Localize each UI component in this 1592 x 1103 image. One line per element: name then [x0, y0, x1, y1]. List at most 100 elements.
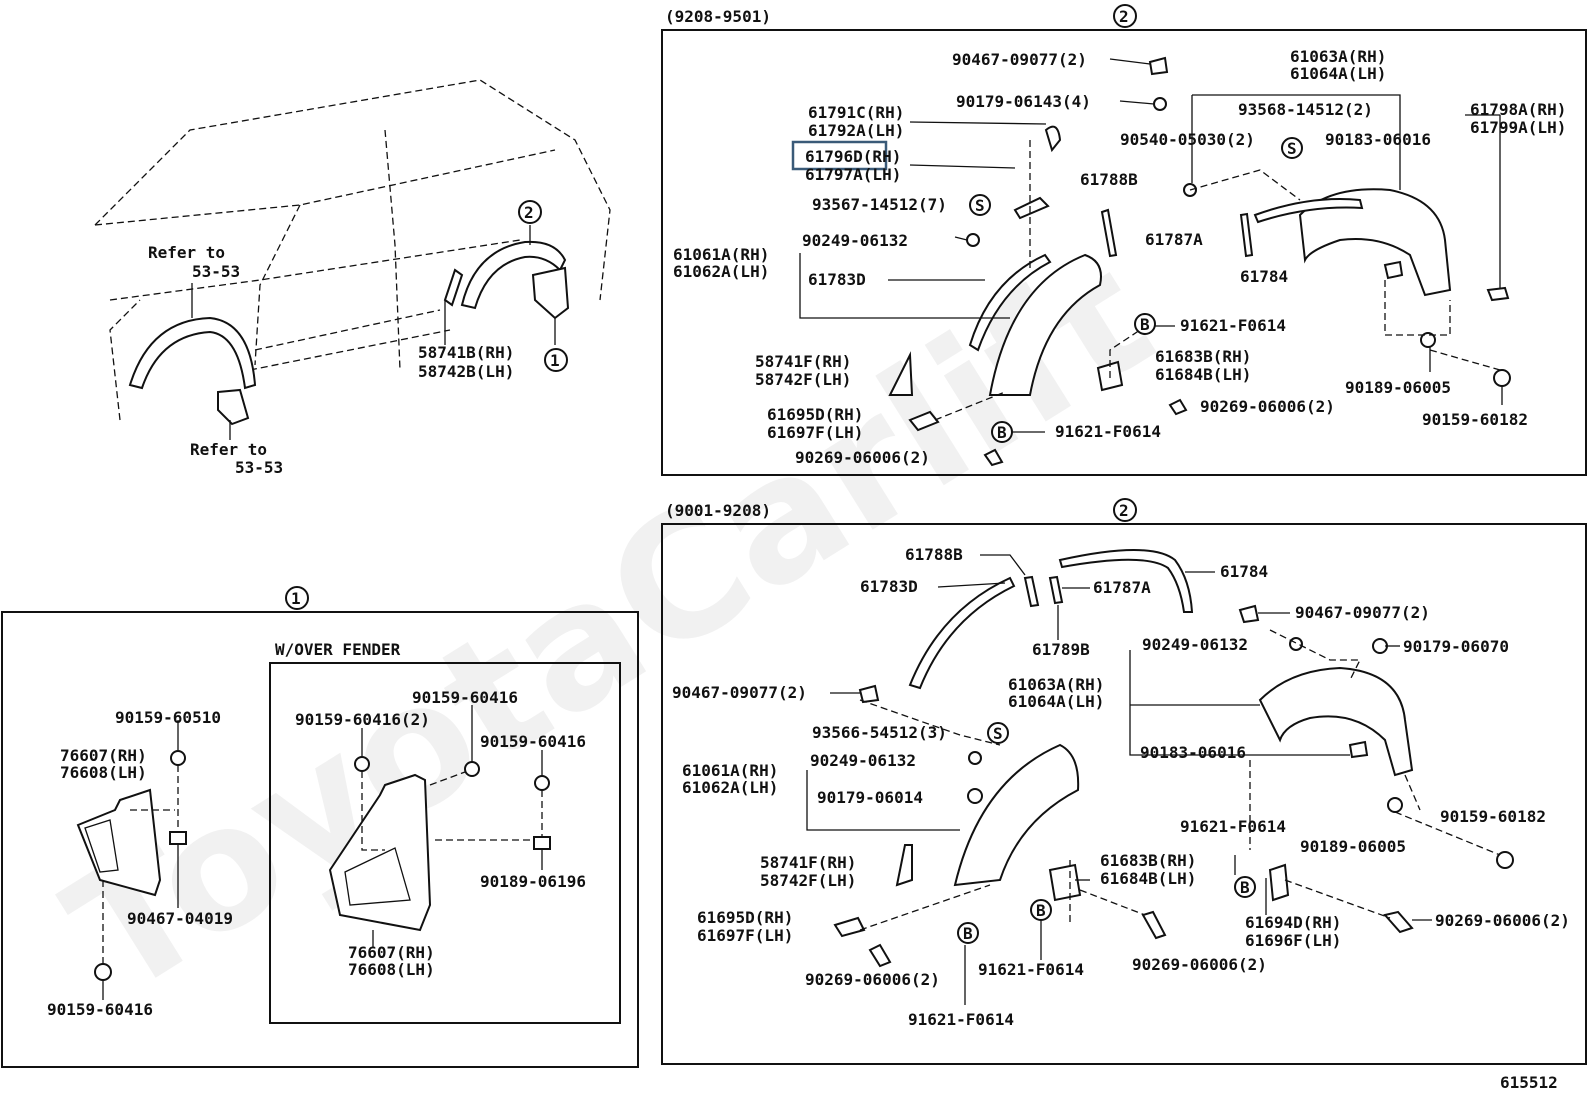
front-fender-flare	[128, 316, 257, 390]
label-61062A-9208: 61062A(LH)	[673, 262, 769, 281]
over-fender-frame	[269, 662, 621, 1024]
b-marker-9001b	[1030, 899, 1052, 921]
callout-2-circle	[518, 200, 542, 224]
dashed-path-90467-9001	[859, 699, 1001, 746]
bolt-90159-60416-a	[354, 756, 370, 772]
label-90189-06005-9001: 90189-06005	[1300, 837, 1406, 856]
clip-61798A	[1486, 286, 1510, 302]
label-90189-06005-9208: 90189-06005	[1345, 378, 1451, 397]
label-61696F: 61696F(LH)	[1245, 931, 1341, 950]
fender-flare-rear-9208	[1298, 188, 1452, 297]
screw-90269-9001a	[868, 943, 892, 968]
leader-61791C	[909, 121, 1047, 125]
label-61684B-9001: 61684B(LH)	[1100, 869, 1196, 888]
dashed-path-61695-9208	[934, 391, 1006, 421]
label-76608-right: 76608(LH)	[348, 960, 435, 979]
label-90540-05030: 90540-05030(2)	[1120, 130, 1255, 149]
panel-9208-callout-circle	[1113, 4, 1137, 28]
label-90183-06016-9001: 90183-06016	[1140, 743, 1246, 762]
bolt-90159-60416-c	[534, 775, 550, 791]
panel-9001-callout-number: 2	[1119, 501, 1129, 520]
label-61697F-9001: 61697F(LH)	[697, 926, 793, 945]
label-61697F-9208: 61697F(LH)	[767, 423, 863, 442]
label-58741F-9001: 58741F(RH)	[760, 853, 856, 872]
panel-1-frame	[1, 611, 639, 1068]
nut-90249-9001b	[968, 751, 982, 765]
label-93568-14512: 93568-14512(2)	[1238, 100, 1373, 119]
screw-90269-9208a	[1168, 398, 1188, 416]
panel-1-callout-number: 1	[291, 589, 301, 608]
refer-to-code-top: 53-53	[192, 262, 240, 281]
bracket-61694D	[1268, 863, 1290, 902]
b-marker-9001a	[1234, 876, 1256, 898]
label-61783D-9001: 61783D	[860, 577, 918, 596]
dashed-path-90269-9001b	[1079, 889, 1146, 916]
mud-guard-left-inner	[84, 819, 119, 873]
label-76607-right: 76607(RH)	[348, 943, 435, 962]
dashed-path-90269-9001c	[1284, 879, 1391, 919]
panel-9001-callout-circle	[1113, 498, 1137, 522]
nut-90183-9001	[1348, 740, 1369, 759]
panel-1-callout-circle	[285, 586, 309, 610]
nut-90179-06014	[967, 788, 983, 804]
label-90159-60416-left: 90159-60416	[47, 1000, 153, 1019]
label-61788B-9001: 61788B	[905, 545, 963, 564]
label-90269-06006-9208a: 90269-06006(2)	[1200, 397, 1335, 416]
label-76607-left: 76607(RH)	[60, 746, 147, 765]
label-90467-09077-9208: 90467-09077(2)	[952, 50, 1087, 69]
label-61064A-9208: 61064A(LH)	[1290, 64, 1386, 83]
leader-61788B-9001	[980, 554, 1026, 576]
dashed-path-61695-9001	[859, 884, 991, 931]
callout-1-number: 1	[550, 351, 560, 370]
label-61063A-9208: 61063A(RH)	[1290, 47, 1386, 66]
highlight-61796D	[791, 140, 888, 171]
screw-90159-9208	[1493, 369, 1511, 387]
label-61061A-9001: 61061A(RH)	[682, 761, 778, 780]
vehicle-door-line	[254, 309, 441, 351]
molding-61783D-9001	[908, 576, 1016, 690]
bolt-90159-60416-b	[464, 761, 480, 777]
b-marker-9001c-text: B	[963, 924, 973, 943]
screw-90269-9001b	[1141, 910, 1167, 940]
front-mud-guard	[217, 388, 250, 426]
molding-61784-9001	[1058, 549, 1194, 613]
label-61797A: 61797A(LH)	[805, 165, 901, 184]
flare-molding-61783D	[968, 253, 1052, 352]
label-90249-06132-9001b: 90249-06132	[810, 751, 916, 770]
bracket-61695D-9001	[833, 916, 866, 938]
clip-90467-9001a	[1238, 604, 1260, 624]
screw-90269-9001c	[1383, 910, 1414, 934]
label-61694D: 61694D(RH)	[1245, 913, 1341, 932]
label-90179-06014: 90179-06014	[817, 788, 923, 807]
dashed-path-90540	[1189, 169, 1301, 201]
vehicle-front-outline	[109, 299, 141, 421]
label-90159-60416-b: 90159-60416	[412, 688, 518, 707]
nut-90183-9208	[1383, 260, 1404, 280]
label-90159-60416-c: 90159-60416	[480, 732, 586, 751]
leader-90467-9208	[1109, 58, 1151, 65]
label-91621-F0614-9208b: 91621-F0614	[1055, 422, 1161, 441]
vehicle-belt-line	[109, 239, 521, 301]
leader-61063A-9001	[1129, 650, 1350, 756]
label-61789B: 61789B	[1032, 640, 1090, 659]
leader-61061A-9208	[799, 253, 1010, 319]
rear-trim-piece	[443, 268, 464, 307]
clip-90467-9208	[1148, 56, 1169, 76]
clip-90467-04019	[169, 831, 187, 845]
trim-61787A-9001	[1048, 575, 1064, 605]
label-61695D-9001: 61695D(RH)	[697, 908, 793, 927]
rear-mud-guard	[531, 266, 570, 320]
label-61792A: 61792A(LH)	[808, 121, 904, 140]
mud-guard-over-fender-inner	[344, 847, 411, 906]
label-90159-60182-9208: 90159-60182	[1422, 410, 1528, 429]
label-90159-60416-a: 90159-60416(2)	[295, 710, 430, 729]
label-90249-06132-9001a: 90249-06132	[1142, 635, 1248, 654]
label-90183-06016-9208: 90183-06016	[1325, 130, 1431, 149]
dashed-path-90159-9001	[1394, 811, 1501, 856]
label-61062A-9001: 61062A(LH)	[682, 778, 778, 797]
clip-90189-9001	[1387, 797, 1403, 813]
label-91621-F0614-9001c: 91621-F0614	[908, 1010, 1014, 1029]
b-marker-9208b	[991, 421, 1013, 443]
